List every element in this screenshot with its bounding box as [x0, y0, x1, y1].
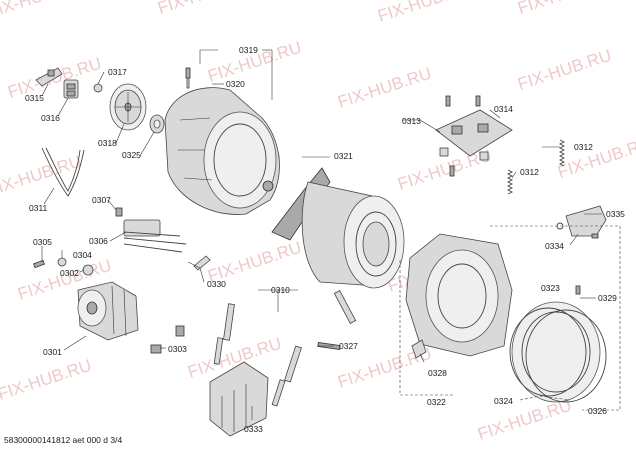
part-0335-bracket [565, 205, 607, 237]
label-0326: 0326 [588, 406, 607, 416]
watermark: FIX-HUB.RU [515, 46, 613, 94]
label-0314: 0314 [494, 104, 513, 114]
watermark: FIX-HUB.RU [375, 0, 473, 26]
watermark: FIX-HUB.RU [155, 0, 253, 18]
watermark: FIX-HUB.RU [0, 356, 94, 404]
part-0328-clamp [411, 339, 427, 359]
label-0303: 0303 [168, 344, 187, 354]
label-0311: 0311 [29, 203, 48, 213]
leader-lines [41, 49, 602, 420]
part-0307-sensor [115, 207, 123, 217]
watermark: FIX-HUB.RU [555, 134, 636, 182]
part-0322-front-tub [405, 233, 513, 357]
part-0314-bracket [435, 109, 513, 157]
label-0325: 0325 [122, 150, 141, 160]
label-0307: 0307 [92, 195, 111, 205]
part-0315-clip [35, 67, 63, 87]
label-0304: 0304 [73, 250, 92, 260]
part-0318-pulley [109, 83, 147, 131]
label-0306: 0306 [89, 236, 108, 246]
part-0321-drum [271, 167, 405, 289]
label-0322: 0322 [427, 397, 446, 407]
part-0325-bearing [149, 114, 165, 134]
part-0304-nut [57, 257, 67, 267]
part-0301-motor [77, 281, 139, 341]
label-0333: 0333 [244, 424, 263, 434]
label-0329: 0329 [598, 293, 617, 303]
part-0302-shock [82, 264, 94, 276]
part-0313-clips [439, 95, 489, 177]
watermark: FIX-HUB.RU [335, 64, 433, 112]
label-0312-a: 0312 [574, 142, 593, 152]
label-0330: 0330 [207, 279, 226, 289]
part-0306-heater [123, 219, 187, 253]
watermark: FIX-HUB.RU [515, 0, 613, 18]
label-0312-b: 0312 [520, 167, 539, 177]
watermark: FIX-HUB.RU [475, 396, 573, 444]
label-0313: 0313 [402, 116, 421, 126]
dashed-frames [399, 225, 621, 411]
part-0305-screw [33, 259, 45, 269]
watermark: FIX-HUB.RU [0, 152, 84, 200]
label-0320: 0320 [226, 79, 245, 89]
part-0324-clamp-ring [509, 307, 587, 397]
watermark: FIX-HUB.RU [0, 0, 84, 22]
label-0321: 0321 [334, 151, 353, 161]
part-0317-plug [93, 83, 103, 93]
label-0319: 0319 [239, 45, 258, 55]
label-0301: 0301 [43, 347, 62, 357]
label-0305: 0305 [33, 237, 52, 247]
part-0311-belt [41, 147, 85, 197]
part-0329-screw [575, 285, 581, 295]
part-0323-gasket [511, 301, 601, 403]
document-footer: 58300000141812 aet 000 d 3/4 [4, 435, 122, 445]
label-0327: 0327 [339, 341, 358, 351]
label-0324: 0324 [494, 396, 513, 406]
part-0333-counterweight [209, 361, 269, 437]
label-0315: 0315 [25, 93, 44, 103]
label-0334: 0334 [545, 241, 564, 251]
part-0330-clip [193, 255, 211, 271]
label-0335: 0335 [606, 209, 625, 219]
part-0312-spring [506, 139, 566, 195]
part-0320-rear-tub [164, 87, 280, 215]
label-0323: 0323 [541, 283, 560, 293]
label-0318: 0318 [98, 138, 117, 148]
part-0310-shock-absorber [213, 290, 357, 407]
part-0319-screw [185, 67, 191, 89]
label-0302: 0302 [60, 268, 79, 278]
part-0316-sensor [63, 79, 79, 99]
label-0317: 0317 [108, 67, 127, 77]
part-0326-ring [525, 309, 607, 403]
label-0316: 0316 [41, 113, 60, 123]
part-0303-fastener [150, 325, 185, 354]
label-0310: 0310 [271, 285, 290, 295]
part-labels: 0315 0317 0316 0318 0311 0319 0320 0325 … [25, 45, 625, 434]
label-0328: 0328 [428, 368, 447, 378]
